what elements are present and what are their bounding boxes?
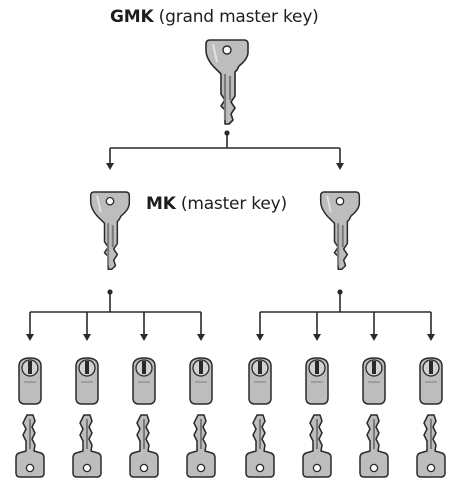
- change-key-icon: [245, 414, 275, 478]
- gmk-description: (grand master key): [158, 7, 319, 27]
- change-key-icon: [302, 414, 332, 478]
- lock-cylinder-icon: [75, 357, 99, 405]
- grand-master-key-icon: [204, 38, 250, 126]
- master-key-label: MK (master key): [146, 194, 287, 214]
- key-icons: [15, 38, 446, 478]
- lock-cylinder-icon: [132, 357, 156, 405]
- change-key-icon: [15, 414, 45, 478]
- gmk-abbr: GMK: [110, 7, 154, 27]
- change-key-icon: [186, 414, 216, 478]
- change-key-icon: [72, 414, 102, 478]
- lock-arrow: [313, 334, 321, 341]
- master-key-icon: [89, 190, 131, 271]
- lock-arrow: [140, 334, 148, 341]
- lock-cylinder-icon: [189, 357, 213, 405]
- master-arrow: [336, 163, 344, 170]
- lock-arrow: [197, 334, 205, 341]
- connector-lines: [26, 130, 435, 341]
- master-arrow: [106, 163, 114, 170]
- change-key-icon: [416, 414, 446, 478]
- lock-cylinder-icon: [305, 357, 329, 405]
- lock-cylinder-icon: [362, 357, 386, 405]
- mk-abbr: MK: [146, 194, 176, 214]
- lock-arrow: [256, 334, 264, 341]
- lock-arrow: [26, 334, 34, 341]
- lock-cylinder-icon: [18, 357, 42, 405]
- grand-master-key-label: GMK (grand master key): [110, 7, 319, 27]
- change-key-icon: [129, 414, 159, 478]
- lock-cylinder-icon: [248, 357, 272, 405]
- lock-arrow: [370, 334, 378, 341]
- lock-arrow: [427, 334, 435, 341]
- master-key-icon: [319, 190, 361, 271]
- lock-arrow: [83, 334, 91, 341]
- lock-cylinder-icon: [419, 357, 443, 405]
- mk-description: (master key): [180, 194, 287, 214]
- change-key-icon: [359, 414, 389, 478]
